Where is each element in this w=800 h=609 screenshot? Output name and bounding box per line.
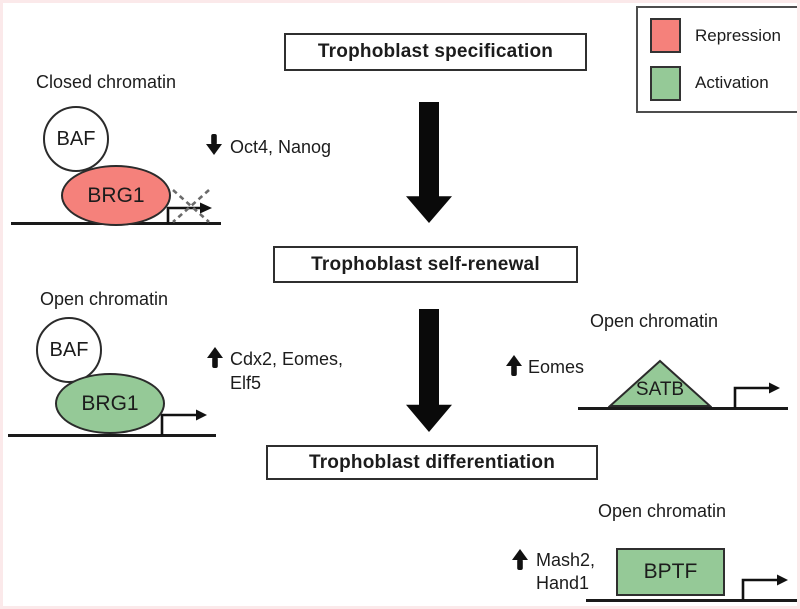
brg1-label: BRG1: [81, 391, 139, 415]
baf-subunit-shape: BAF: [43, 106, 109, 172]
blocked-promoter-arrow-icon: [166, 189, 212, 224]
open-chromatin-label: Open chromatin: [40, 289, 169, 309]
bptf-factor-shape: BPTF: [616, 548, 725, 596]
down-regulation-arrow-icon: [206, 134, 222, 155]
legend-item-activation: Activation: [638, 65, 797, 101]
stage-differentiation-box: Trophoblast differentiation: [266, 445, 598, 480]
open-chromatin-label: Open chromatin: [598, 501, 727, 521]
stage-specification-box: Trophoblast specification: [284, 33, 587, 71]
legend: Repression Activation: [636, 6, 797, 113]
dna-line: [578, 407, 788, 410]
bptf-label: BPTF: [643, 560, 698, 583]
open-chromatin-label: Open chromatin: [590, 311, 719, 331]
legend-label-activation: Activation: [695, 73, 769, 93]
brg1-repressive-shape: BRG1: [61, 165, 171, 226]
up-regulation-arrow-icon: [207, 347, 223, 368]
baf-label: BAF: [56, 127, 96, 150]
dna-line: [8, 434, 216, 437]
genes-line2: Elf5: [230, 373, 262, 393]
legend-item-repression: Repression: [638, 18, 797, 54]
stage-self-renewal-box: Trophoblast self-renewal: [273, 246, 578, 283]
activation-swatch-icon: [650, 65, 681, 101]
activated-genes-text: Mash2, Hand1: [536, 549, 595, 595]
activated-genes-text: Eomes: [528, 357, 585, 377]
genes-line1: Cdx2, Eomes,: [230, 349, 344, 369]
flow-arrow-down-icon: [406, 309, 452, 432]
legend-label-repression: Repression: [695, 25, 781, 45]
dna-line: [586, 599, 797, 602]
satb-factor-shape: [608, 359, 712, 407]
up-regulation-arrow-icon: [512, 549, 528, 570]
baf-label: BAF: [49, 338, 89, 361]
flow-arrow-down-icon: [406, 102, 452, 223]
promoter-arrow-icon: [741, 574, 788, 600]
genes-line1: Mash2,: [536, 550, 596, 570]
baf-subunit-shape: BAF: [36, 317, 102, 383]
activated-genes-text: Cdx2, Eomes, Elf5: [230, 347, 343, 395]
repressed-genes-text: Oct4, Nanog: [230, 137, 332, 157]
genes-line2: Hand1: [536, 573, 590, 593]
brg1-label: BRG1: [87, 183, 145, 207]
promoter-arrow-icon: [160, 409, 207, 435]
closed-chromatin-label: Closed chromatin: [36, 72, 177, 92]
up-regulation-arrow-icon: [506, 355, 522, 376]
brg1-active-shape: BRG1: [55, 373, 165, 434]
stage-self-renewal-label: Trophoblast self-renewal: [311, 253, 540, 275]
stage-specification-label: Trophoblast specification: [317, 41, 554, 62]
satb-label: SATB: [635, 379, 685, 400]
promoter-arrow-icon: [733, 382, 780, 408]
stage-differentiation-label: Trophoblast differentiation: [308, 451, 556, 473]
repression-swatch-icon: [650, 18, 681, 54]
